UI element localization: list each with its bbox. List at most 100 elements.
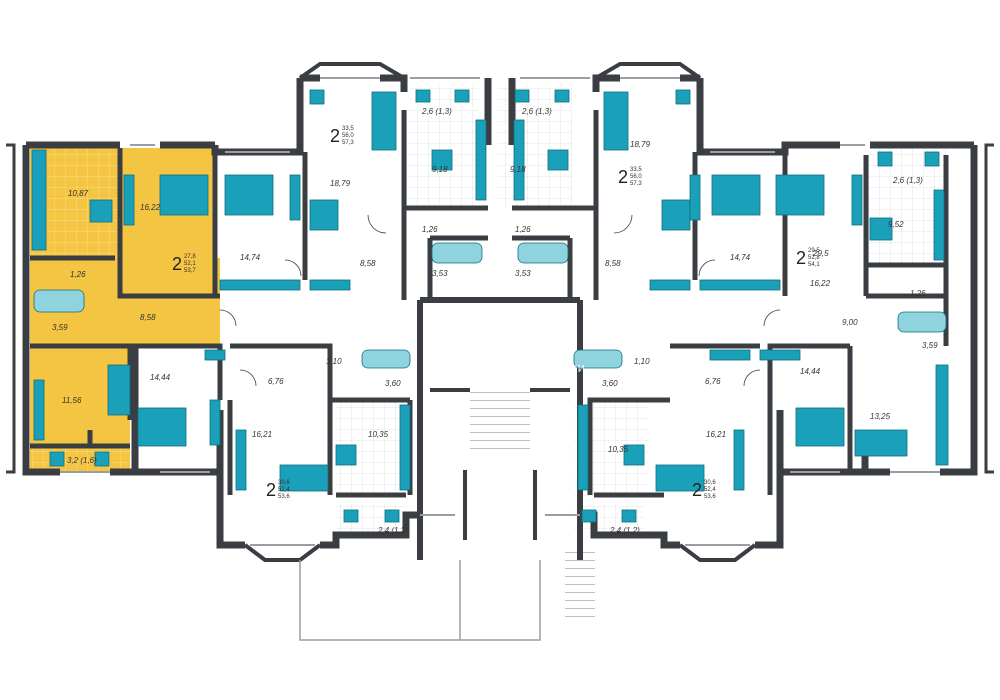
rooms-count: 2 [266,480,276,500]
apartment-area: 52,4 [278,487,290,493]
room-area-label: 2,6 (1,3) [892,176,923,185]
watermark-brand: iМАЯК [437,313,562,355]
bed [795,407,845,447]
room-area-label: 16,22 [810,279,831,288]
room-area-label: 8,58 [605,259,621,268]
watermark-tagline: агентство недвижимости [435,360,585,375]
apartment-area: 56,0 [342,133,354,139]
sofa [371,91,397,151]
room-area-label: 18,79 [330,179,351,188]
room-area-label: 14,44 [800,367,821,376]
entrance-stairs [565,550,595,620]
balcony-chair [554,89,570,103]
furniture [31,89,949,523]
stairwell [470,390,530,450]
bathtub [573,349,623,369]
cabinet [759,349,801,361]
room-area-label: 2,6 (1,3) [521,107,552,116]
desk [309,199,339,231]
bathtub [431,242,483,264]
watermark: iМАЯК агентство недвижимости [435,313,585,375]
room-area-label: 3,60 [385,379,401,388]
balcony-chair [621,509,637,523]
armchair [309,89,325,105]
room-area-label: 10,87 [68,189,89,198]
apartment-area: 54,1 [808,262,820,268]
room-area-label: 2,4 (1,2) [377,526,408,535]
table [869,217,893,241]
armchair [675,89,691,105]
apartment-area: 57,3 [630,181,642,187]
room-area-label: 14,44 [150,373,171,382]
room-area-label: 1,26 [515,225,531,234]
apartment-area: 52,4 [704,487,716,493]
apartment-area: 56,0 [630,174,642,180]
room-area-label: 29,5 [812,249,829,258]
rooms-count: 2 [692,480,702,500]
room-area-label: 14,74 [240,253,261,262]
room-area-label: 2,6 (1,3) [421,107,452,116]
cabinet [709,349,751,361]
room-area-label: 9,52 [888,220,904,229]
kitchen-counter [475,119,487,201]
cabinet [219,279,301,291]
sofa [107,364,131,416]
room-area-label: 8,58 [360,259,376,268]
cabinet [649,279,691,291]
balcony-chair [924,151,940,167]
sofa [603,91,629,151]
apartment-area: 33,5 [630,167,642,173]
apartment-area: 33,5 [342,126,354,132]
room-area-label: 11,56 [62,396,82,405]
table [89,199,113,223]
bathtub [361,349,411,369]
kitchen-counter [31,149,47,251]
kitchen-counter [399,404,411,491]
doors [219,214,781,387]
sofa [655,464,705,492]
apartment-area: 52,1 [184,261,196,267]
room-area-label: 16,21 [706,430,726,439]
wardrobe [689,174,701,221]
balcony-chair [581,509,597,523]
room-area-label: 1,26 [910,289,926,298]
windows [60,77,940,546]
rooms-count: 2 [796,248,806,268]
room-area-label: 3,53 [515,269,531,278]
room-area-label: 1,10 [326,357,342,366]
wardrobe [851,174,863,226]
balcony-chair [877,151,893,167]
room-area-label: 6,76 [705,377,721,386]
sofa [854,429,908,457]
room-area-label: 14,74 [730,253,751,262]
bathtub [897,311,947,333]
wardrobe [289,174,301,221]
kitchen-counter [513,119,525,201]
desk [661,199,691,231]
wardrobe [733,429,745,491]
room-area-label: 18,79 [630,140,651,149]
room-area-label: 10,35 [368,430,389,439]
apartment-area: 53,6 [704,494,716,500]
balcony-chair [514,89,530,103]
room-area-label: 16,21 [252,430,272,439]
room-area-label: 9,18 [432,165,448,174]
rooms-count: 2 [172,254,182,274]
table [431,149,453,171]
kitchen-counter [577,404,589,491]
cabinet [204,349,226,361]
bed [711,174,761,216]
apartment-area: 27,8 [184,254,196,260]
room-area-label: 9,18 [510,165,526,174]
sofa [279,464,329,492]
room-area-label: 2,4 (1,2) [609,526,640,535]
